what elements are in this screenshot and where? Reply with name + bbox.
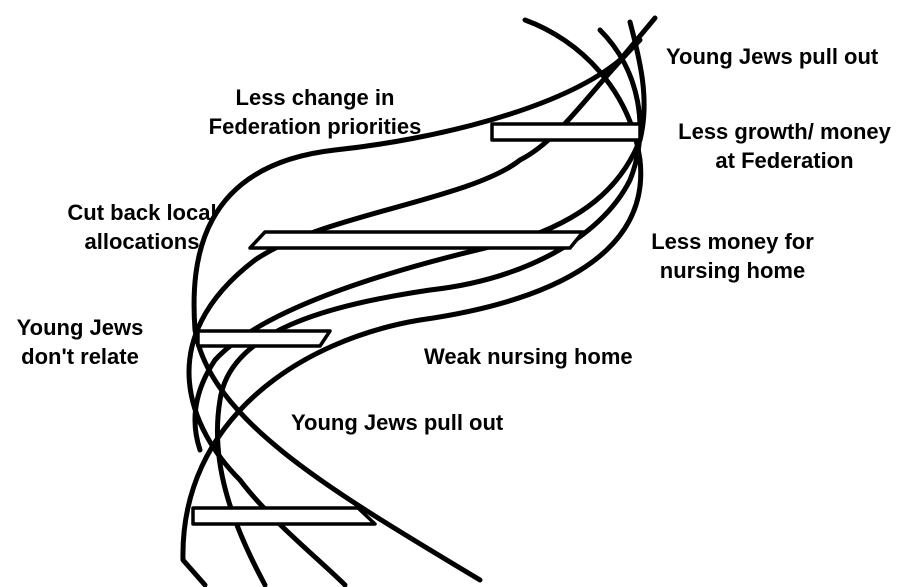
- label-young-jews-pull-out-bottom: Young Jews pull out: [291, 408, 503, 437]
- label-less-money-line2: nursing home: [630, 256, 835, 285]
- label-less-growth-line1: Less growth/ money: [662, 117, 907, 146]
- helix-rung-3: [198, 331, 330, 346]
- label-less-change-line1: Less change in: [195, 83, 435, 112]
- label-cut-back-line2: allocations: [52, 227, 232, 256]
- helix-rung-4: [193, 508, 375, 524]
- label-less-growth-line2: at Federation: [662, 146, 907, 175]
- label-young-jews-relate-line2: don't relate: [0, 342, 160, 371]
- label-less-change-line2: Federation priorities: [185, 112, 445, 141]
- helix-rung-1: [492, 124, 640, 140]
- label-cut-back-line1: Cut back local: [52, 198, 232, 227]
- helix-rung-2: [250, 232, 583, 248]
- label-weak-nursing-home: Weak nursing home: [424, 342, 633, 371]
- label-young-jews-relate-line1: Young Jews: [0, 313, 160, 342]
- label-young-jews-pull-out-top: Young Jews pull out: [666, 42, 878, 71]
- label-less-money-line1: Less money for: [630, 227, 835, 256]
